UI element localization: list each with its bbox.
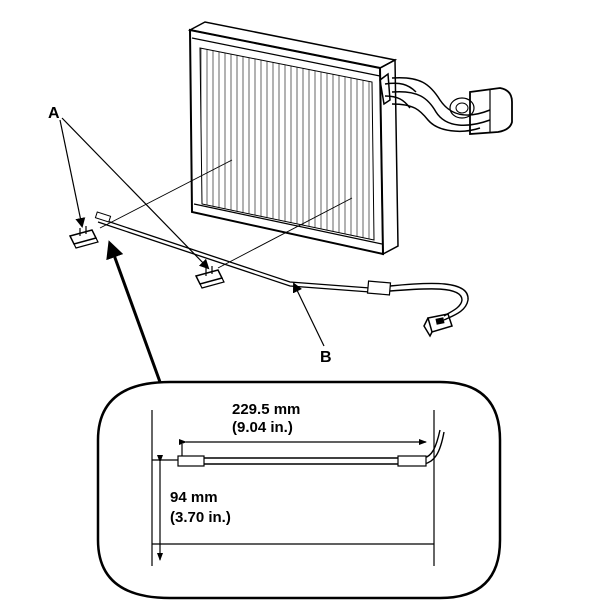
width-in-text: (9.04 in.) bbox=[232, 419, 293, 436]
connector bbox=[423, 313, 453, 338]
leader-a-left bbox=[59, 119, 86, 228]
detail-wire-sleeve bbox=[397, 455, 427, 467]
label-b: B bbox=[320, 349, 332, 366]
detail-callout: 229.5 mm (9.04 in.) 94 mm (3.70 in.) bbox=[96, 380, 502, 600]
clip-left bbox=[68, 226, 99, 249]
guide-line-right bbox=[217, 197, 353, 269]
expansion-valve-block bbox=[449, 87, 513, 135]
guide-line-left bbox=[99, 159, 233, 229]
clip-right bbox=[194, 266, 225, 289]
height-in-text: (3.70 in.) bbox=[170, 509, 231, 526]
evaporator-core bbox=[187, 21, 399, 256]
label-a: A bbox=[48, 105, 60, 122]
detail-sensor-probe bbox=[177, 455, 205, 467]
height-mm-text: 94 mm bbox=[170, 489, 218, 506]
wire-sleeve bbox=[366, 280, 392, 296]
sensor-probe bbox=[94, 211, 112, 223]
width-mm-text: 229.5 mm bbox=[232, 401, 300, 418]
refrigerant-pipes bbox=[379, 72, 491, 133]
leader-b bbox=[292, 282, 325, 347]
sensor-harness bbox=[94, 211, 469, 321]
detail-pointer-arrow bbox=[106, 240, 162, 383]
leader-a-right bbox=[61, 117, 210, 270]
